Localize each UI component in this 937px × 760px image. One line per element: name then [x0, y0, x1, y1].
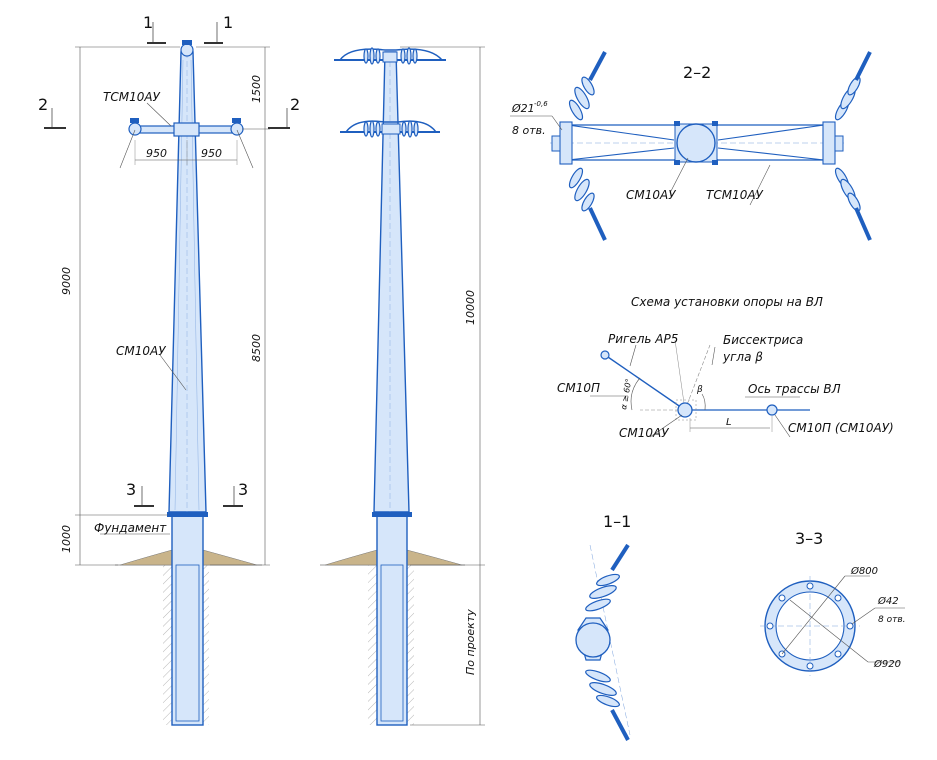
label-bisector-2: угла β: [722, 350, 763, 364]
dim-1500: 1500: [250, 75, 263, 103]
section-3-right: 3: [238, 480, 248, 499]
label-traverse-left: ТСМ10АУ: [103, 90, 161, 104]
hole-count: 8 отв.: [512, 124, 546, 137]
label-rigel: Ригель АР5: [608, 332, 678, 346]
section-1-right: 1: [223, 13, 233, 32]
label-center-pole: СМ10АУ: [619, 426, 669, 440]
view-3-3: [760, 575, 905, 676]
label-traverse-2-2: ТСМ10АУ: [706, 188, 764, 202]
section-2-left: 2: [38, 95, 48, 114]
view-1-1-title: 1–1: [603, 512, 631, 531]
label-route: Ось трассы ВЛ: [748, 382, 841, 396]
dia-920: Ø920: [873, 658, 901, 670]
dim-10000: 10000: [464, 290, 477, 325]
dim-950-left: 950: [146, 147, 167, 160]
dim-project: По проекту: [464, 609, 477, 675]
section-3-left: 3: [126, 480, 136, 499]
dim-8500: 8500: [250, 334, 263, 362]
scheme-title: Схема установки опоры на ВЛ: [631, 295, 823, 309]
section-1-left: 1: [143, 13, 153, 32]
hole-tolerance: -0,6: [534, 100, 548, 108]
dim-9000: 9000: [60, 267, 73, 295]
holes-42: 8 отв.: [878, 615, 906, 625]
left-elevation: [44, 22, 290, 726]
view-2-2: [510, 51, 872, 241]
view-3-3-title: 3–3: [795, 529, 823, 548]
hole-diameter: Ø21: [511, 102, 535, 115]
view-1-1: [575, 543, 631, 741]
section-marker-1-1: [147, 22, 223, 44]
label-pole-left: СМ10АУ: [116, 344, 166, 358]
label-pole-2-2: СМ10АУ: [626, 188, 676, 202]
section-marker-3-3: [134, 486, 243, 507]
label-foundation: Фундамент: [94, 521, 167, 535]
dim-950-right: 950: [201, 147, 222, 160]
dia-800: Ø800: [850, 565, 878, 577]
section-marker-2-2: [44, 108, 290, 129]
label-left-pole: СМ10П: [557, 381, 600, 395]
dim-1000: 1000: [60, 525, 73, 553]
label-bisector-1: Биссектриса: [723, 333, 803, 347]
label-L: L: [726, 417, 732, 428]
installation-scheme: [590, 339, 810, 438]
label-right-pole: СМ10П (СМ10АУ): [788, 421, 894, 435]
view-2-2-title: 2–2: [683, 63, 711, 82]
label-beta: β: [696, 385, 703, 395]
dia-42: Ø42: [877, 595, 899, 607]
section-2-right: 2: [290, 95, 300, 114]
right-elevation: [320, 46, 485, 726]
